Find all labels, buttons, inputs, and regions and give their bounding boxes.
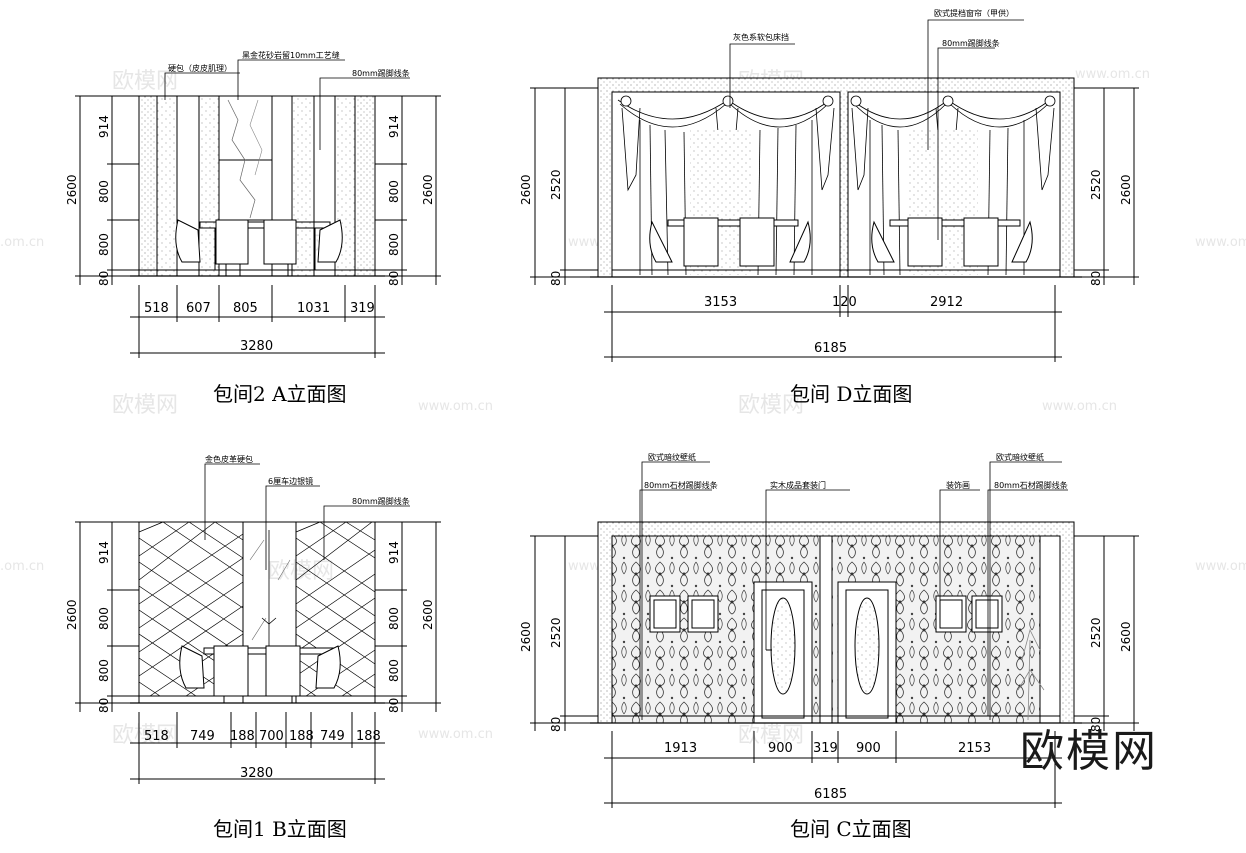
dimension: 914 [97, 115, 111, 138]
dimension: 1913 [664, 741, 697, 756]
dimension: 188 [230, 729, 255, 744]
dimension: 80 [549, 271, 563, 286]
dimension: 2600 [1119, 174, 1133, 205]
dimension: 914 [97, 541, 111, 564]
dimension-total: 6185 [814, 787, 847, 802]
dimension: 80 [1089, 717, 1103, 732]
label: 6厘车边银镜 [268, 476, 313, 486]
watermark-brand: 欧模网 [112, 723, 178, 748]
elevation-c [530, 461, 1139, 808]
label: 80mm石材踢脚线条 [644, 480, 718, 490]
dimension: 120 [832, 295, 857, 310]
dimension: 2600 [519, 174, 533, 205]
elevation-a-text: 硬包（皮皮肌理） 黑金花砂岩留10mm工艺缝 80mm踢脚线条 518 607 … [65, 50, 435, 406]
dimension: 2912 [930, 295, 963, 310]
watermark-brand: 欧模网 [738, 393, 804, 418]
dimension: 800 [387, 659, 401, 682]
label: 装饰画 [946, 480, 970, 490]
watermark-url: .om.cn [0, 559, 44, 574]
dimension-total: 3280 [240, 339, 273, 354]
dimension-total: 6185 [814, 341, 847, 356]
dimension: 749 [190, 729, 215, 744]
dimension: 1031 [297, 301, 330, 316]
dimension: 80 [97, 271, 111, 286]
drawing-title: 包间2 A立面图 [213, 382, 347, 406]
watermark-brand: 欧模网 [112, 393, 178, 418]
dimension: 2153 [958, 741, 991, 756]
watermark-url: .om.cn [0, 235, 44, 250]
dimension: 700 [259, 729, 284, 744]
label: 80mm踢脚线条 [352, 496, 410, 506]
dimension: 800 [97, 233, 111, 256]
dimension: 188 [289, 729, 314, 744]
label: 80mm踢脚线条 [942, 38, 1000, 48]
dimension: 2600 [65, 599, 79, 630]
dimension: 914 [387, 541, 401, 564]
label: 黑金花砂岩留10mm工艺缝 [242, 50, 340, 60]
watermark-url: www.om.cn [418, 727, 493, 742]
dimension: 188 [356, 729, 381, 744]
dimension: 900 [768, 741, 793, 756]
dimension: 80 [1089, 271, 1103, 286]
dimension: 80 [387, 271, 401, 286]
elevation-b [75, 463, 441, 784]
dimension: 805 [233, 301, 258, 316]
watermark-url: www.om.cn [1195, 235, 1246, 250]
dimension: 2520 [549, 617, 563, 648]
dimension: 800 [387, 233, 401, 256]
dimension: 319 [813, 741, 838, 756]
dimension: 2600 [1119, 621, 1133, 652]
drawing-title: 包间1 B立面图 [213, 817, 347, 841]
dimension: 900 [856, 741, 881, 756]
dimension: 800 [387, 607, 401, 630]
elevation-a [75, 59, 441, 358]
dimension: 319 [350, 301, 375, 316]
watermark-url: www.om.cn [1042, 399, 1117, 414]
drawing-title: 包间 D立面图 [790, 382, 912, 406]
watermark-url: www.om.cn [1195, 559, 1246, 574]
dimension: 800 [387, 180, 401, 203]
dimension: 2520 [1089, 169, 1103, 200]
elevation-c-text: 欧式暗纹壁纸 80mm石材踢脚线条 实木成品套装门 装饰画 欧式暗纹壁纸 80m… [519, 452, 1133, 841]
label: 欧式提档窗帘（甲供） [934, 8, 1014, 18]
dimension: 80 [97, 698, 111, 713]
watermark-brand: 欧模网 [268, 559, 334, 584]
label: 硬包（皮皮肌理） [168, 63, 232, 73]
dimension: 518 [144, 729, 169, 744]
dimension: 914 [387, 115, 401, 138]
dimension: 2520 [1089, 617, 1103, 648]
dimension: 2600 [519, 621, 533, 652]
dimension: 518 [144, 301, 169, 316]
watermark-url: www.om.cn [1075, 67, 1150, 82]
elevation-b-text: 金色皮革硬包 6厘车边银镜 80mm踢脚线条 518 749 188 700 1… [65, 454, 435, 841]
dimension: 2520 [549, 169, 563, 200]
watermark-url: www.om.cn [418, 399, 493, 414]
label: 金色皮革硬包 [205, 454, 253, 464]
elevation-d-text: 灰色系软包床挡 欧式提档窗帘（甲供） 80mm踢脚线条 3153 120 291… [519, 8, 1133, 406]
dimension: 749 [320, 729, 345, 744]
label: 80mm踢脚线条 [352, 68, 410, 78]
watermark-brand: 欧模网 [738, 723, 804, 748]
dimension: 2600 [421, 174, 435, 205]
label: 灰色系软包床挡 [733, 32, 789, 42]
dimension: 3153 [704, 295, 737, 310]
dimension: 800 [97, 659, 111, 682]
label: 80mm石材踢脚线条 [994, 480, 1068, 490]
elevation-d [530, 19, 1139, 362]
dimension: 800 [97, 607, 111, 630]
dimension: 2600 [421, 599, 435, 630]
dimension: 607 [186, 301, 211, 316]
drawing-title: 包间 C立面图 [790, 817, 912, 841]
label: 欧式暗纹壁纸 [996, 452, 1044, 462]
dimension: 80 [387, 698, 401, 713]
dimension: 80 [549, 717, 563, 732]
dimension-total: 3280 [240, 766, 273, 781]
label: 欧式暗纹壁纸 [648, 452, 696, 462]
label: 实木成品套装门 [770, 480, 826, 490]
brand-watermark: 欧模网 [1020, 726, 1158, 777]
dimension: 2600 [65, 174, 79, 205]
dimension: 800 [97, 180, 111, 203]
